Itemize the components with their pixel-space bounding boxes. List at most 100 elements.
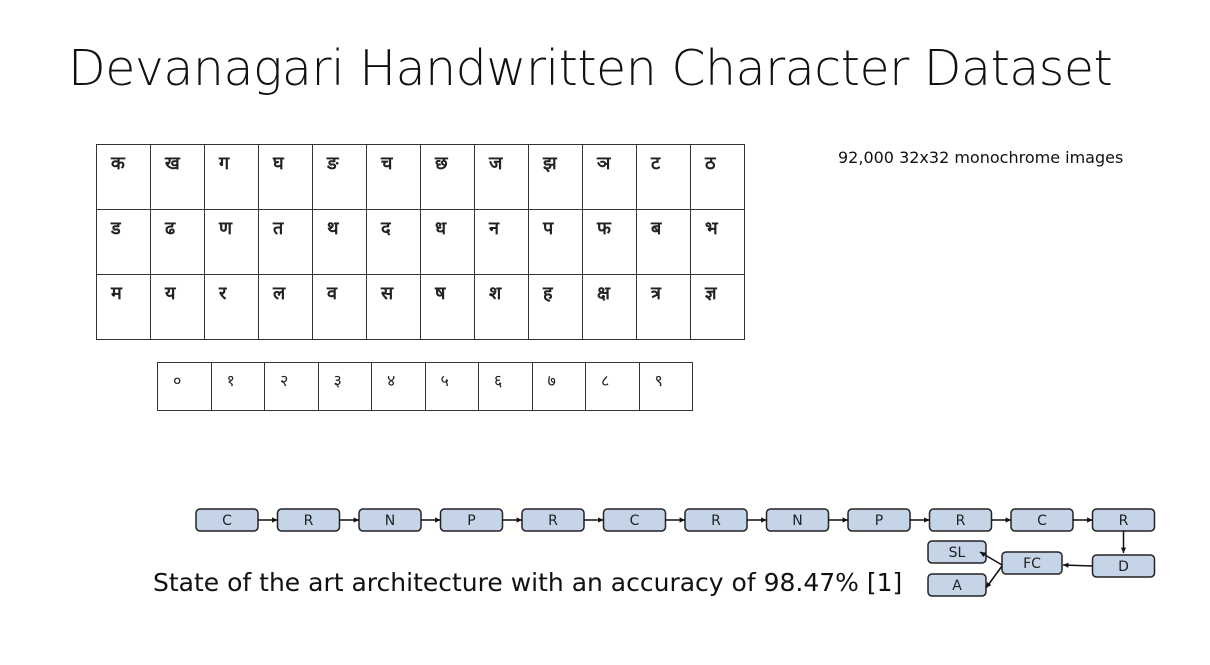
layer-n-block: N — [358, 508, 422, 532]
softmax-block: SL — [927, 540, 987, 564]
layer-n-block-label: N — [792, 513, 802, 529]
letter-cell: ङ — [312, 144, 367, 210]
letter-cell: ल — [258, 274, 313, 340]
fc-block: FC — [1001, 551, 1063, 575]
letter-glyph: ज — [489, 153, 503, 174]
chain-arrow-head — [435, 517, 441, 523]
output-a-block-box — [927, 573, 987, 597]
layer-n-block: N — [765, 508, 830, 532]
fc-block-box — [1001, 551, 1063, 575]
output-a-block: A — [927, 573, 987, 597]
layer-p-block: P — [847, 508, 911, 532]
chain-arrow-head — [1005, 517, 1011, 523]
digit-glyph: ३ — [333, 371, 342, 390]
letter-glyph: ट — [651, 153, 661, 174]
letter-glyph: ड — [111, 218, 121, 239]
letter-glyph: न — [489, 218, 499, 239]
arrow-d-to-fc-head — [1063, 562, 1069, 568]
letter-glyph: य — [165, 283, 176, 304]
letter-cell: त — [258, 209, 313, 275]
letter-cell: व — [312, 274, 367, 340]
digit-cell: ९ — [638, 362, 693, 411]
layer-c-block: C — [602, 508, 667, 532]
layer-r-block: R — [684, 508, 748, 532]
digit-glyph: ४ — [387, 371, 396, 390]
layer-r-block-label: R — [711, 513, 721, 529]
letter-cell: ह — [528, 274, 583, 340]
letter-glyph: ध — [435, 218, 447, 239]
letter-cell: स — [366, 274, 421, 340]
letter-glyph: फ — [597, 218, 611, 239]
letter-cell: ड — [96, 209, 151, 275]
letter-glyph: क — [111, 153, 125, 174]
letter-glyph: थ — [327, 218, 339, 239]
letter-glyph: ञ — [597, 153, 611, 174]
layer-c-block-label: C — [630, 513, 640, 529]
letter-cell: द — [366, 209, 421, 275]
arrow-fc-to-a-head — [986, 582, 992, 588]
layer-r-block: R — [276, 508, 341, 532]
letter-glyph: च — [381, 153, 393, 174]
letter-glyph: र — [219, 283, 227, 304]
letter-glyph: ह — [543, 283, 553, 304]
digit-glyph: ८ — [601, 371, 610, 390]
layer-r-block-label: R — [1119, 513, 1129, 529]
letter-glyph: ष — [435, 283, 446, 304]
letter-glyph: ल — [273, 283, 286, 304]
letter-glyph: झ — [543, 153, 557, 174]
digit-glyph: १ — [226, 371, 235, 390]
letter-cell: ज्ञ — [690, 274, 745, 340]
softmax-block-box — [927, 540, 987, 564]
layer-r-block-label: R — [548, 513, 558, 529]
dropout-block-label: D — [1118, 559, 1129, 575]
letter-glyph: ङ — [327, 153, 339, 174]
softmax-block-label: SL — [949, 545, 966, 561]
digit-glyph: ६ — [494, 371, 503, 390]
chain-arrow-head — [924, 517, 930, 523]
letter-glyph: भ — [705, 218, 718, 239]
chain-arrow-head — [679, 517, 685, 523]
letter-glyph: व — [327, 283, 338, 304]
chain-arrow-head — [842, 517, 848, 523]
output-a-block-label: A — [952, 578, 962, 594]
layer-c-block-label: C — [1037, 513, 1047, 529]
letter-cell: च — [366, 144, 421, 210]
letter-glyph: ढ — [165, 218, 176, 239]
letter-glyph: छ — [435, 153, 448, 174]
letter-glyph: प — [543, 218, 554, 239]
layer-c-block: C — [195, 508, 259, 532]
letter-cell: ज — [474, 144, 529, 210]
chain-arrow-head — [598, 517, 604, 523]
letter-glyph: घ — [273, 153, 284, 174]
letter-cell: ध — [420, 209, 475, 275]
letter-cell: छ — [420, 144, 475, 210]
digit-glyph: २ — [280, 371, 289, 390]
letter-glyph: श — [489, 283, 502, 304]
layer-r-block: R — [1091, 508, 1156, 532]
layer-r-block-label: R — [304, 513, 314, 529]
letter-glyph: ख — [165, 153, 180, 174]
digit-cell: ८ — [585, 362, 640, 411]
letter-glyph: त — [273, 218, 284, 239]
letter-glyph: द — [381, 218, 391, 239]
digit-glyph: ९ — [654, 371, 663, 390]
letter-glyph: ज्ञ — [705, 283, 717, 304]
letter-glyph: क्ष — [597, 283, 610, 304]
letter-glyph: ठ — [705, 153, 716, 174]
arrow-to-d-head — [1120, 547, 1127, 553]
layer-r-block: R — [521, 508, 585, 532]
letter-cell: ढ — [150, 209, 205, 275]
dropout-block: D — [1091, 554, 1156, 578]
letter-glyph: स — [381, 283, 394, 304]
digit-glyph: ५ — [440, 371, 449, 390]
letter-cell: त्र — [636, 274, 691, 340]
layer-r-block-label: R — [956, 513, 966, 529]
slide-title: Devanagari Handwritten Character Dataset — [68, 40, 1113, 97]
digit-glyph: ० — [173, 371, 182, 390]
